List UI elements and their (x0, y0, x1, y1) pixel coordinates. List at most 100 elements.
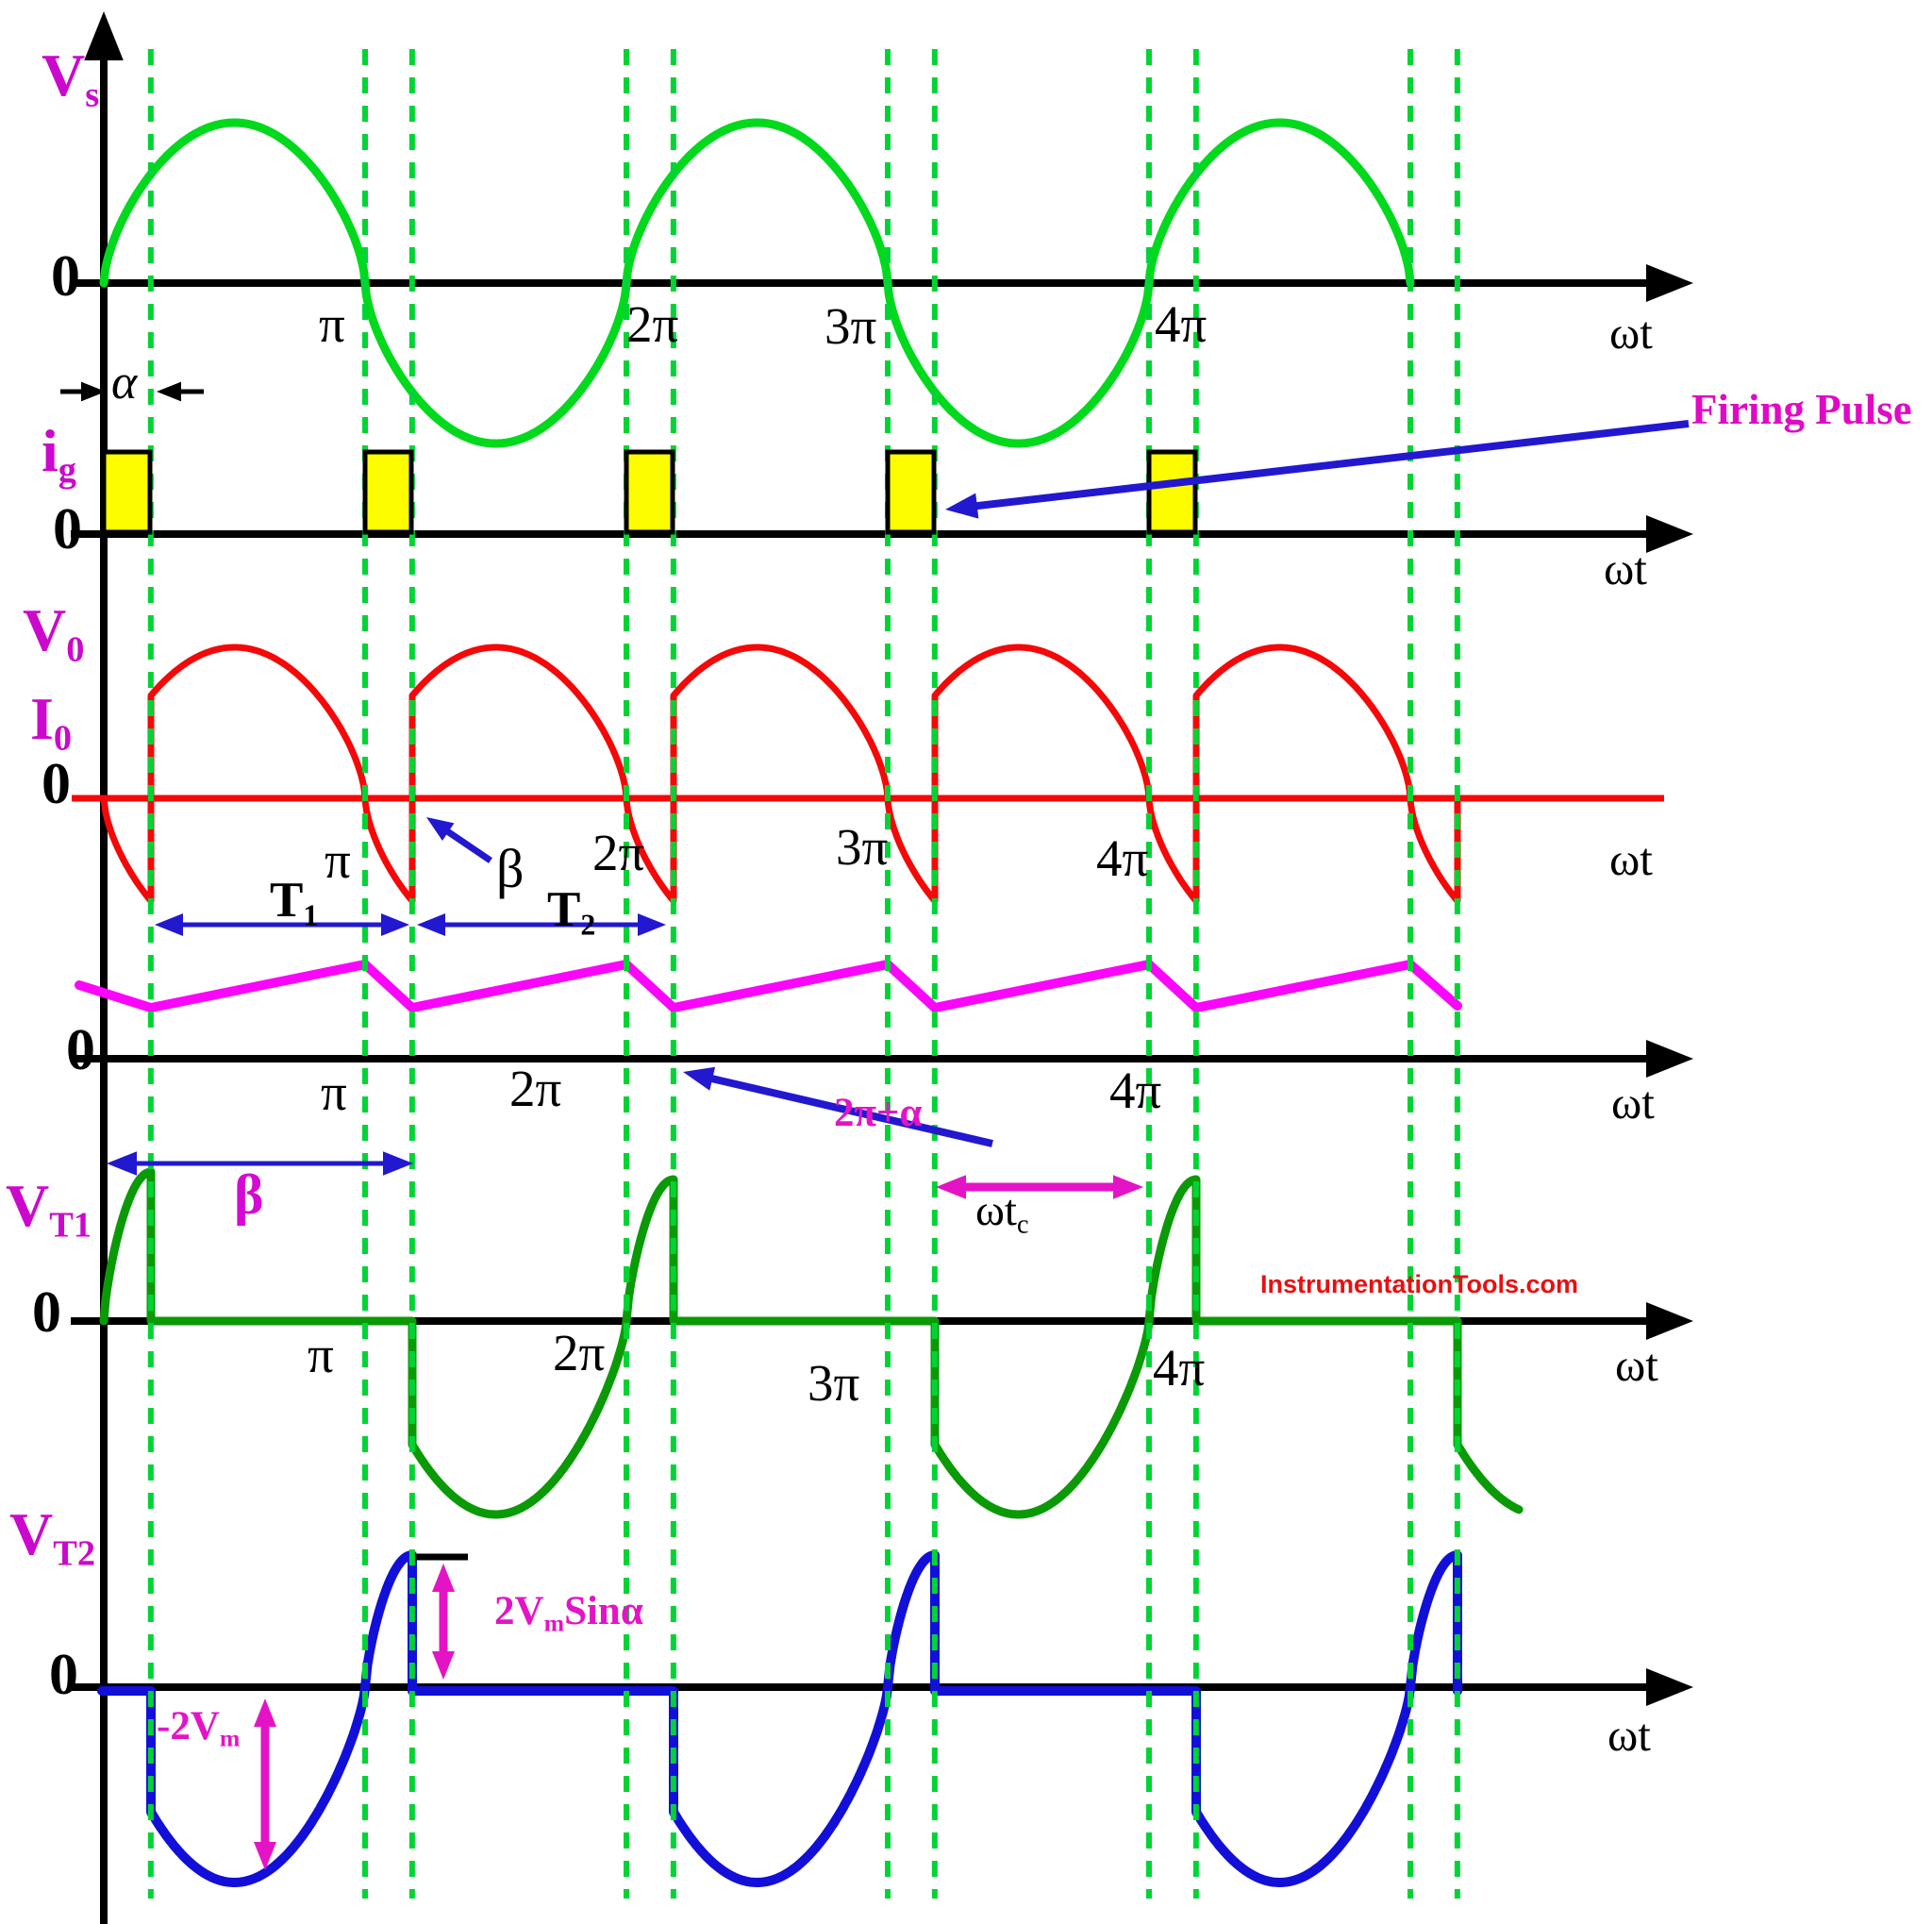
ig-axis-label: ig (42, 421, 76, 489)
vs-tick-pi-text: π (319, 295, 345, 353)
y-axis-arrowhead (84, 11, 124, 60)
neg2vm-span-arrow-head (254, 1842, 276, 1870)
beta-vo-arrow-shaft (441, 826, 492, 863)
vt2-wt: ωt (1607, 1712, 1651, 1758)
alpha-label-text: α (111, 356, 138, 410)
io-axis-label: I0 (30, 689, 72, 757)
vo-axis-label-text: 0 (66, 629, 85, 670)
io-axis-label-text: I (30, 685, 54, 752)
firing-pulse-label: Firing Pulse (1691, 389, 1912, 431)
vo-tick-2pi-text: 2π (592, 824, 645, 881)
t2-label-text: 2 (580, 908, 596, 942)
wtc-span-arrow-head2 (936, 1175, 966, 1199)
vs-tick-2pi-text: 2π (626, 295, 679, 353)
vo-tick-pi-text: π (325, 831, 351, 889)
vo-zero: 0 (42, 755, 71, 813)
vt1-axis-label: VT1 (6, 1176, 92, 1244)
neg2vm-label: -2Vm (157, 1706, 240, 1751)
t1-label-text: T (270, 873, 304, 928)
vt1-tick-pi-text: π (308, 1326, 334, 1383)
io-axis-arrowhead (1646, 1040, 1693, 1078)
vt1-beta: β (234, 1166, 264, 1223)
beta-vo-arrow-head (426, 817, 455, 841)
vt2-zero: 0 (49, 1646, 78, 1704)
io-tick-4pi-text: 4π (1109, 1062, 1162, 1119)
neg2vm-label-text: -2V (157, 1704, 220, 1748)
vt2-wt-text: ωt (1607, 1709, 1651, 1761)
t2-span-arrow-head2 (417, 913, 445, 936)
vs-waveform (99, 118, 1415, 448)
vo-wt: ωt (1609, 836, 1653, 882)
vt2-waveform (97, 1550, 1462, 1887)
vs-axis-label-text: s (85, 75, 100, 115)
wtc-label-text: c (1017, 1210, 1029, 1240)
io-tick-pi-text: π (321, 1063, 347, 1121)
vt1-axis-label-text: T1 (49, 1205, 92, 1246)
sina-label-text: Sinα (564, 1589, 643, 1633)
vs-tick-3pi: 3π (824, 300, 876, 352)
ig-wt-text: ωt (1604, 543, 1647, 594)
vt2-axis-arrowhead (1646, 1668, 1693, 1706)
firing-pulse-label-text: Firing Pulse (1691, 386, 1912, 433)
vt2-zero-text: 0 (49, 1643, 78, 1707)
vt1-wt: ωt (1615, 1342, 1658, 1388)
vo-waveform (100, 644, 1461, 905)
io-waveform (75, 960, 1462, 1012)
vo-tick-4pi-text: 4π (1096, 829, 1149, 887)
vt2-axis-label-text: V (9, 1500, 54, 1567)
vt1-tick-2pi-text: 2π (553, 1324, 606, 1381)
gate-pulse-1 (362, 449, 414, 535)
vt1-wt-text: ωt (1615, 1339, 1658, 1391)
vo-axis-label-text: V (23, 596, 67, 663)
t1-label-text: 1 (303, 898, 319, 932)
ig-axis-arrowhead (1646, 515, 1693, 553)
vt1-axis-arrowhead (1646, 1302, 1693, 1340)
wtc-span-arrow-head (1113, 1175, 1143, 1199)
ig-zero: 0 (53, 500, 82, 559)
vt1-tick-2pi: 2π (553, 1327, 605, 1379)
neg2vm-span-arrow-head2 (254, 1698, 276, 1727)
vs-axis-arrowhead (1646, 264, 1693, 302)
vo-beta-text: β (496, 838, 525, 899)
vo-tick-pi: π (325, 834, 351, 886)
vt1-beta-text: β (234, 1163, 264, 1226)
t2-label-text: T (547, 882, 581, 937)
io-wt: ωt (1611, 1079, 1655, 1126)
vs-wt: ωt (1609, 310, 1653, 356)
vo-beta: β (496, 842, 525, 896)
vt1-tick-pi: π (308, 1329, 334, 1380)
vs-zero-text: 0 (51, 244, 80, 309)
vt1-tick-3pi: 3π (808, 1357, 859, 1409)
ig-wt: ωt (1604, 545, 1647, 592)
t1-span-arrow-head (381, 913, 409, 936)
ig-axis-label-text: i (42, 417, 58, 484)
io-tick-2pi: 2π (509, 1062, 561, 1114)
vs-tick-2pi: 2π (626, 298, 678, 350)
vt1-axis-label-text: V (6, 1172, 50, 1239)
t1-label: T1 (270, 876, 318, 930)
gate-pulse-2 (624, 449, 675, 535)
neg2vm-label-text: m (219, 1724, 241, 1752)
alpha-left-arrow-head (157, 381, 181, 402)
gate-pulse-4 (1146, 449, 1198, 535)
vt1-zero: 0 (32, 1283, 61, 1342)
vs-tick-4pi: 4π (1155, 298, 1207, 350)
sina-label-text: m (543, 1609, 565, 1637)
vo-tick-3pi: 3π (836, 821, 888, 873)
vs-zero: 0 (51, 247, 80, 306)
vo-tick-3pi-text: 3π (836, 818, 889, 876)
vt2-axis-label: VT2 (9, 1504, 95, 1572)
vs-wt-text: ωt (1609, 307, 1653, 359)
ig-zero-text: 0 (53, 497, 82, 561)
vo-tick-4pi: 4π (1096, 832, 1148, 884)
io-zero: 0 (66, 1021, 95, 1079)
wtc-label-text: ωt (975, 1186, 1017, 1235)
io-wt-text: ωt (1611, 1077, 1655, 1129)
wtc-label: ωtc (975, 1189, 1029, 1239)
vo-wt-text: ωt (1609, 833, 1653, 885)
vo-tick-2pi: 2π (592, 827, 644, 878)
vo-axis-label: V0 (23, 600, 84, 668)
vo-zero-text: 0 (42, 752, 71, 816)
